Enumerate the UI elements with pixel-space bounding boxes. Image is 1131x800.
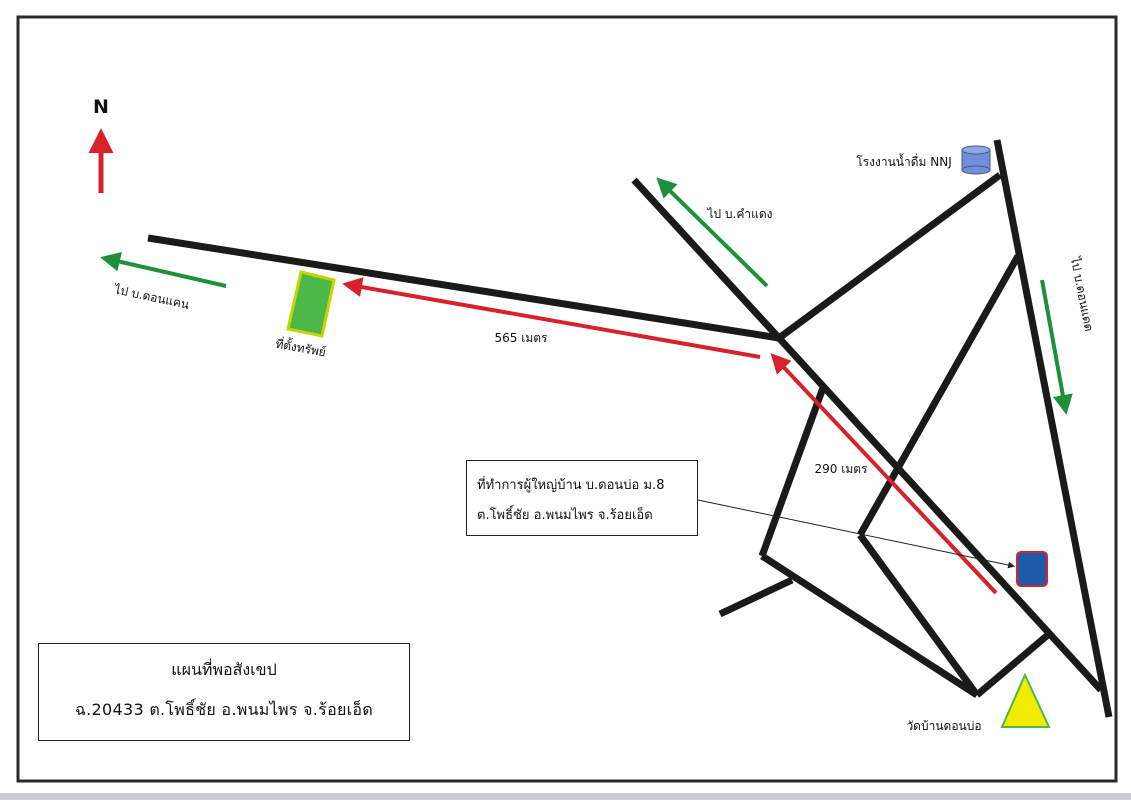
road-spur-west	[718, 576, 794, 618]
road-east-trunk	[993, 139, 1113, 718]
label-water-factory: โรงงานน้ำดื่ม NNJ	[856, 153, 952, 169]
info-box-line-2: ต.โพธิ์ชัย อ.พนมไพร จ.ร้อยเอ็ด	[477, 508, 653, 523]
label-to-don-khaen: ไป บ.ดอนแคน	[112, 282, 190, 312]
roads	[147, 139, 1113, 718]
map-title: แผนที่พอสังเขป	[171, 660, 277, 679]
road-diagonal-southeast	[776, 335, 1104, 693]
road-to-factory	[776, 172, 1003, 341]
label-temple: วัดบ้านดอนบ่อ	[906, 719, 981, 733]
bottom-strip	[0, 793, 1131, 800]
village-office-info-box: ที่ทำการผู้ใหญ่บ้าน บ.ดอนบ่อ ม.8 ต.โพธิ์…	[466, 460, 698, 536]
village-office-marker	[1016, 551, 1048, 587]
map-title-box: แผนที่พอสังเขป ฉ.20433 ต.โพธิ์ชัย อ.พนมไ…	[38, 643, 410, 741]
road-main-west	[147, 234, 780, 342]
route-arrow-565	[342, 277, 761, 359]
route-arrow-290	[770, 353, 998, 595]
label-distance-565: 565 เมตร	[495, 331, 549, 345]
arrow-to-third-road	[1040, 279, 1073, 415]
label-to-kham-daeng: ไป บ.คำแดง	[706, 207, 772, 221]
road-inner-south	[857, 532, 980, 698]
temple-marker	[1000, 672, 1051, 728]
info-pointer-line	[697, 499, 1016, 569]
map-frame	[16, 15, 1118, 783]
arrow-to-kham-daeng	[656, 177, 769, 288]
label-to-third-road: ไป บ.ดอนแดด	[1068, 255, 1096, 333]
water-tank-icon	[961, 145, 991, 175]
map-subtitle: ฉ.20433 ต.โพธิ์ชัย อ.พนมไพร จ.ร้อยเอ็ด	[74, 700, 374, 719]
label-distance-290: 290 เมตร	[815, 462, 869, 476]
info-box-line-1: ที่ทำการผู้ใหญ่บ้าน บ.ดอนบ่อ ม.8	[477, 478, 665, 493]
road-west-loop-vertical	[758, 383, 828, 558]
property-parcel	[286, 270, 336, 338]
road-inner-north	[856, 254, 1022, 537]
road-temple-link	[974, 631, 1052, 698]
label-property: ที่ตั้งทรัพย์	[274, 335, 327, 360]
north-label: N	[93, 96, 109, 118]
arrow-to-don-khaen	[100, 251, 227, 288]
road-west-loop-south	[760, 553, 979, 698]
road-to-kham-daeng	[631, 177, 782, 341]
